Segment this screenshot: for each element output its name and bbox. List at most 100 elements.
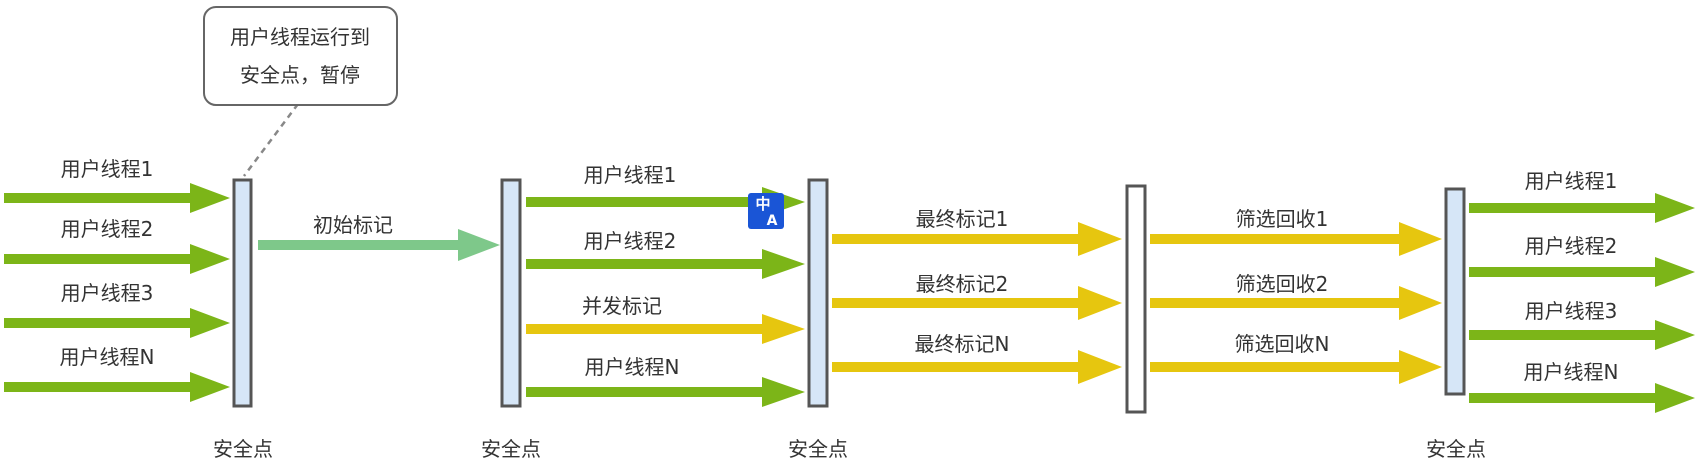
final-mark-1-label: 最终标记1 — [916, 207, 1009, 231]
callout-box — [203, 6, 398, 106]
safepoint-2: 安全点 — [481, 178, 541, 461]
evacuation-2: 筛选回收2 — [1150, 272, 1442, 320]
stage-5-thread-2-label: 用户线程2 — [1525, 234, 1618, 258]
stage-1-thread-1: 用户线程1 — [4, 157, 230, 213]
arrow-head — [762, 249, 805, 279]
arrow-shaft — [4, 318, 194, 328]
stage-2-thread-2-label: 用户线程2 — [584, 229, 677, 253]
safepoint-1-barrier — [232, 178, 253, 408]
safepoint-5: 安全点 — [1426, 187, 1486, 461]
arrow-shaft — [832, 234, 1082, 244]
callout: 用户线程运行到 安全点，暂停 — [203, 6, 398, 177]
arrow-head — [190, 244, 230, 274]
safepoint-3: 安全点 — [788, 178, 848, 461]
stage-1-thread-3-label: 用户线程3 — [61, 281, 154, 305]
translate-icon-top[interactable]: 中 — [755, 195, 770, 213]
arrow-head — [1655, 320, 1695, 350]
safepoint-5-barrier — [1444, 187, 1466, 396]
arrow-head — [458, 229, 500, 261]
arrow-shaft — [1469, 267, 1659, 277]
arrow-shaft — [4, 382, 194, 392]
arrow-head — [190, 308, 230, 338]
final-mark-n-label: 最终标记N — [915, 332, 1010, 356]
arrow-head — [762, 314, 805, 344]
concurrent-mark-label: 并发标记 — [582, 294, 662, 318]
safepoint-1-label: 安全点 — [213, 437, 273, 461]
callout-connector — [243, 103, 299, 177]
concurrent-mark: 并发标记 — [526, 294, 805, 344]
safepoint-1: 安全点 — [213, 178, 273, 461]
arrow-head — [1399, 350, 1442, 384]
final-mark-n: 最终标记N — [832, 332, 1122, 384]
translate-icon-bg[interactable] — [748, 193, 784, 229]
final-mark-2-label: 最终标记2 — [916, 272, 1009, 296]
stage-2-thread-2: 用户线程2 — [526, 229, 805, 279]
safepoint-3-label: 安全点 — [788, 437, 848, 461]
final-mark-2: 最终标记2 — [832, 272, 1122, 320]
arrow-shaft — [1150, 362, 1403, 372]
safepoint-5-label: 安全点 — [1426, 437, 1486, 461]
stage-2-thread-1-label: 用户线程1 — [584, 163, 677, 187]
arrow-shaft — [1469, 393, 1659, 403]
stage-5-thread-n: 用户线程N — [1469, 360, 1695, 413]
translate-icon-bottom[interactable]: A — [767, 213, 778, 229]
safepoint-4 — [1125, 184, 1147, 414]
stage-2-threads: 用户线程1 用户线程2 并发标记 用户线程N — [526, 163, 805, 407]
evacuation-n: 筛选回收N — [1150, 332, 1442, 384]
evacuation-1-label: 筛选回收1 — [1236, 207, 1329, 231]
safepoint-3-barrier — [807, 178, 829, 408]
stage-2-thread-n: 用户线程N — [526, 355, 805, 407]
arrow-shaft — [1150, 298, 1403, 308]
final-mark-1: 最终标记1 — [832, 207, 1122, 256]
arrow-head — [1078, 350, 1122, 384]
stage-2-thread-n-label: 用户线程N — [585, 355, 680, 379]
stage-5-thread-n-label: 用户线程N — [1524, 360, 1619, 384]
arrow-head — [1399, 222, 1442, 256]
arrow-shaft — [4, 193, 194, 203]
stage-5-thread-2: 用户线程2 — [1469, 234, 1695, 287]
translate-icon[interactable]: 中 A — [748, 193, 784, 229]
arrow-shaft — [258, 240, 465, 250]
arrow-head — [1078, 222, 1122, 256]
evacuation-1: 筛选回收1 — [1150, 207, 1442, 256]
callout-line-1: 用户线程运行到 — [230, 25, 370, 49]
stage-1-thread-n-label: 用户线程N — [60, 345, 155, 369]
arrow-head — [1399, 286, 1442, 320]
arrow-shaft — [526, 387, 766, 397]
stage-1-thread-n: 用户线程N — [4, 345, 230, 402]
arrow-shaft — [832, 298, 1082, 308]
evacuation-n-label: 筛选回收N — [1235, 332, 1330, 356]
stage-5-thread-1-label: 用户线程1 — [1525, 169, 1618, 193]
arrow-head — [1655, 257, 1695, 287]
stage-1-threads: 用户线程1 用户线程2 用户线程3 用户线程N — [4, 157, 230, 402]
arrow-shaft — [4, 254, 194, 264]
arrow-head — [190, 372, 230, 402]
stage-1-thread-2: 用户线程2 — [4, 217, 230, 274]
arrow-shaft — [1150, 234, 1403, 244]
initial-mark: 初始标记 — [258, 213, 500, 261]
arrow-head — [762, 377, 805, 407]
arrow-shaft — [1469, 203, 1659, 213]
safepoint-2-label: 安全点 — [481, 437, 541, 461]
arrow-shaft — [832, 362, 1082, 372]
stage-5-thread-1: 用户线程1 — [1469, 169, 1695, 223]
stage-5-thread-3-label: 用户线程3 — [1525, 299, 1618, 323]
stage-3-final-mark: 最终标记1 最终标记2 最终标记N — [832, 207, 1122, 384]
evacuation-2-label: 筛选回收2 — [1236, 272, 1329, 296]
initial-mark-label: 初始标记 — [313, 213, 393, 237]
arrow-head — [1655, 193, 1695, 223]
stage-1-thread-1-label: 用户线程1 — [61, 157, 154, 181]
arrow-head — [1655, 383, 1695, 413]
stage-5-thread-3: 用户线程3 — [1469, 299, 1695, 350]
arrow-shaft — [526, 197, 766, 207]
safepoint-2-barrier — [500, 178, 522, 408]
arrow-head — [1078, 286, 1122, 320]
stage-1-thread-3: 用户线程3 — [4, 281, 230, 338]
safepoint-4-barrier — [1125, 184, 1147, 414]
stage-5-threads: 用户线程1 用户线程2 用户线程3 用户线程N — [1469, 169, 1695, 413]
arrow-shaft — [526, 259, 766, 269]
arrow-shaft — [526, 324, 766, 334]
stage-4-evacuation: 筛选回收1 筛选回收2 筛选回收N — [1150, 207, 1442, 384]
arrow-head — [190, 183, 230, 213]
